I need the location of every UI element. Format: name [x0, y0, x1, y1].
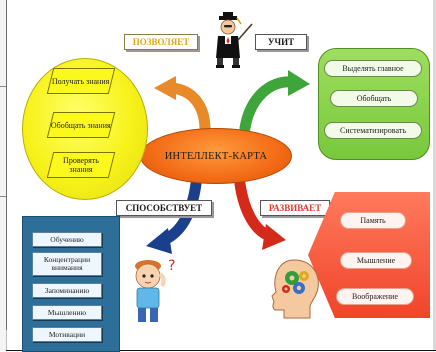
- promotes-item: Обучению: [32, 232, 102, 247]
- thinking-boy-icon: ?: [135, 258, 175, 322]
- professor-with-pointer-icon: [216, 12, 253, 68]
- gear-icon: [282, 285, 290, 293]
- branch-label-promotes: СПОСОБСТВУЕТ: [116, 200, 212, 216]
- arrow-develops: [234, 178, 286, 250]
- arrow-promotes: [146, 178, 202, 254]
- allows-item-label: Получать знания: [52, 76, 110, 86]
- teaches-item: Систематизировать: [324, 122, 422, 139]
- left-panel-divider: [0, 196, 6, 197]
- branch-label-teaches: УЧИТ: [255, 34, 307, 50]
- svg-text:?: ?: [168, 258, 175, 274]
- promotes-item: Мотивации: [32, 327, 102, 342]
- branch-label-develops: РАЗВИВАЕТ: [260, 200, 330, 216]
- allows-item: Проверять знания: [46, 152, 116, 178]
- center-node: ИНТЕЛЛЕКТ-КАРТА: [140, 128, 292, 184]
- promotes-item: Запоминанию: [32, 283, 102, 298]
- develops-item: Память: [340, 212, 406, 229]
- center-label: ИНТЕЛЛЕКТ-КАРТА: [164, 150, 268, 162]
- allows-item: Получать знания: [46, 68, 116, 94]
- allows-item: Обобщать знания: [46, 112, 116, 138]
- gear-icon: [299, 271, 309, 281]
- develops-item: Мышление: [340, 252, 412, 269]
- teaches-item: Выделять главное: [324, 60, 422, 77]
- head-with-gears-icon: [271, 259, 319, 319]
- promotes-item: Мышлению: [32, 305, 102, 320]
- left-panel-border: [6, 0, 7, 330]
- teaches-item: Обобщать: [330, 90, 418, 107]
- arrow-allows: [154, 76, 211, 136]
- arrow-teaches: [239, 70, 310, 134]
- right-panel-edge: [433, 0, 436, 351]
- branch-label-allows: ПОЗВОЛЯЕТ: [124, 34, 198, 50]
- gear-icon: [285, 271, 299, 285]
- promotes-item: Концентрации внимания: [32, 252, 102, 276]
- allows-item-label: Обобщать знания: [51, 120, 111, 130]
- gear-icon: [293, 282, 305, 294]
- allows-item-label: Проверять знания: [63, 156, 99, 174]
- left-panel-divider: [0, 86, 6, 87]
- develops-item: Воображение: [336, 288, 414, 305]
